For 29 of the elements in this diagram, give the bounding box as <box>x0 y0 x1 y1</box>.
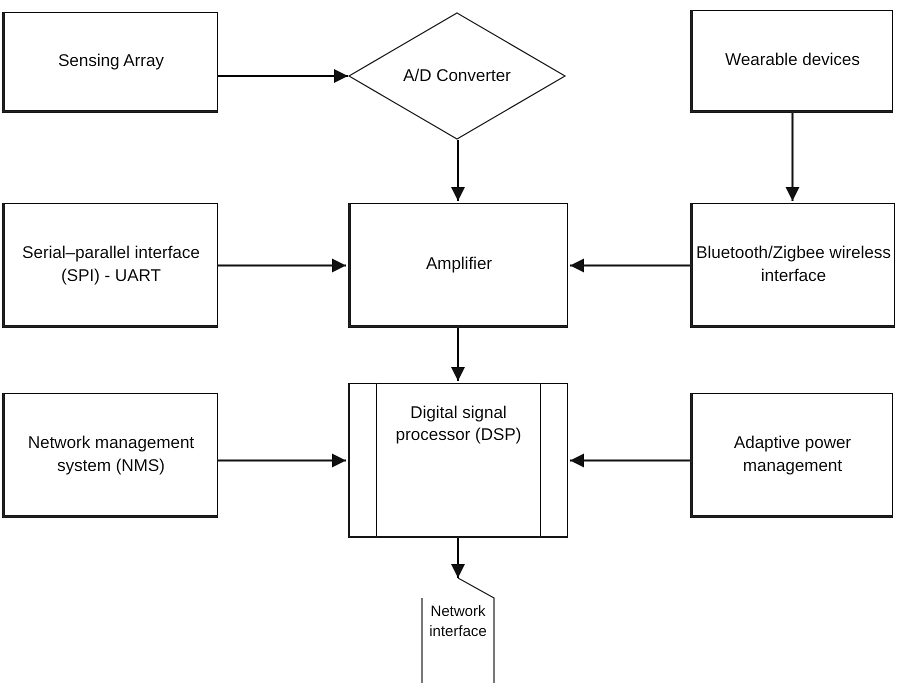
node-label: Wearable devices <box>725 49 860 72</box>
process-box <box>2 393 218 518</box>
arrow <box>218 454 346 468</box>
arrow <box>786 113 800 201</box>
decision-diamond <box>348 12 566 140</box>
node-label: A/D Converter <box>403 64 511 87</box>
node-label: Bluetooth/Zigbee wireless interface <box>695 242 892 286</box>
process-box <box>2 203 218 328</box>
node-label: Adaptive power management <box>732 432 852 476</box>
arrow <box>218 258 346 272</box>
processor-box <box>348 383 568 538</box>
arrow <box>570 258 690 272</box>
arrow <box>451 140 465 201</box>
node-label: Serial–parallel interface (SPI) - UART <box>21 242 201 286</box>
node-label: Digital signal processor (DSP) <box>394 402 522 446</box>
node-label: Sensing Array <box>58 50 164 72</box>
process-box <box>690 203 895 328</box>
interface-shape <box>422 578 494 683</box>
process-box <box>690 393 893 518</box>
node-label: Amplifier <box>426 253 492 276</box>
arrow <box>451 538 465 578</box>
process-box <box>2 12 218 113</box>
node-label: Network interface <box>428 602 488 641</box>
arrow <box>451 328 465 381</box>
arrow <box>218 69 348 83</box>
process-box <box>348 203 568 328</box>
process-box <box>690 10 893 113</box>
node-label: Network management system (NMS) <box>26 432 196 476</box>
arrow <box>570 454 690 468</box>
